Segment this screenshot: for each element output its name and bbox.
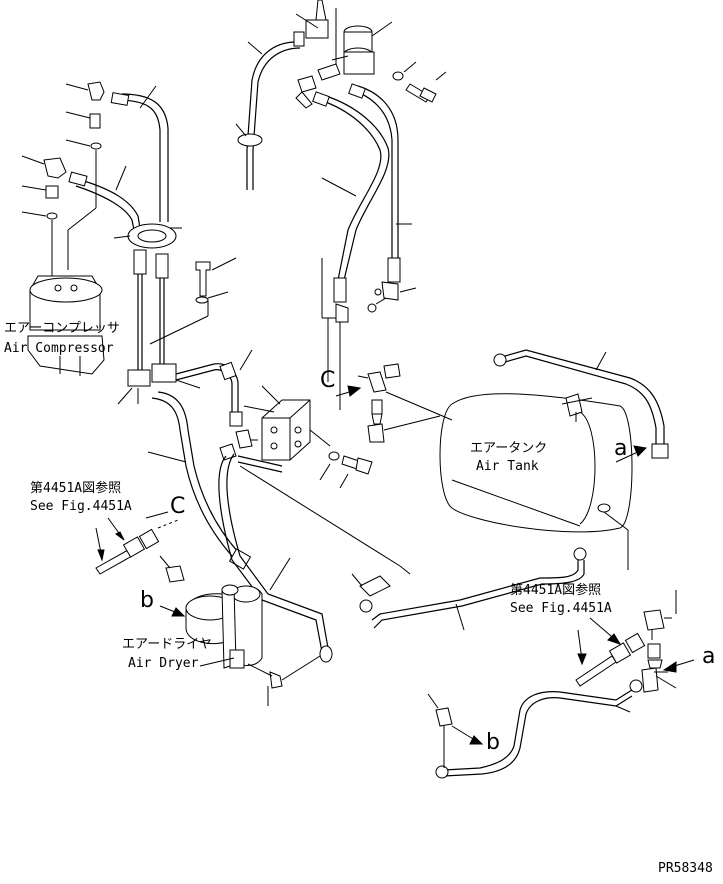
air-compressor-label-en: Air Compressor (4, 341, 114, 356)
air-tank-group (239, 349, 669, 631)
letter-a-tank: a (614, 436, 628, 461)
see-fig-right-jp: 第4451A図参照 (510, 583, 602, 598)
compressor-group (21, 81, 253, 570)
air-tank-label-en: Air Tank (476, 459, 539, 474)
air-compressor-label-jp: エアーコンプレッサ (4, 321, 120, 336)
top-valve-group (235, 0, 447, 410)
air-dryer-label-jp: エアードライヤ (122, 637, 212, 652)
letter-c-middle: C (320, 368, 336, 393)
letter-b-lower: b (486, 730, 500, 755)
lower-right-group (427, 590, 677, 779)
letter-b-dryer: b (140, 588, 154, 613)
letter-a-lower: a (702, 644, 716, 669)
air-tank-label-jp: エアータンク (470, 441, 548, 456)
see-fig-left-jp: 第4451A図参照 (30, 481, 122, 496)
drawing-code: PR58348 (658, 861, 713, 876)
letter-c-left: C (170, 494, 186, 519)
see-fig-left-en: See Fig.4451A (30, 499, 132, 514)
air-dryer-label-en: Air Dryer (128, 656, 199, 671)
valve-block-group (218, 385, 373, 663)
air-dryer-group (95, 519, 321, 706)
see-fig-right-en: See Fig.4451A (510, 601, 612, 616)
arrow-indicators (95, 385, 695, 745)
